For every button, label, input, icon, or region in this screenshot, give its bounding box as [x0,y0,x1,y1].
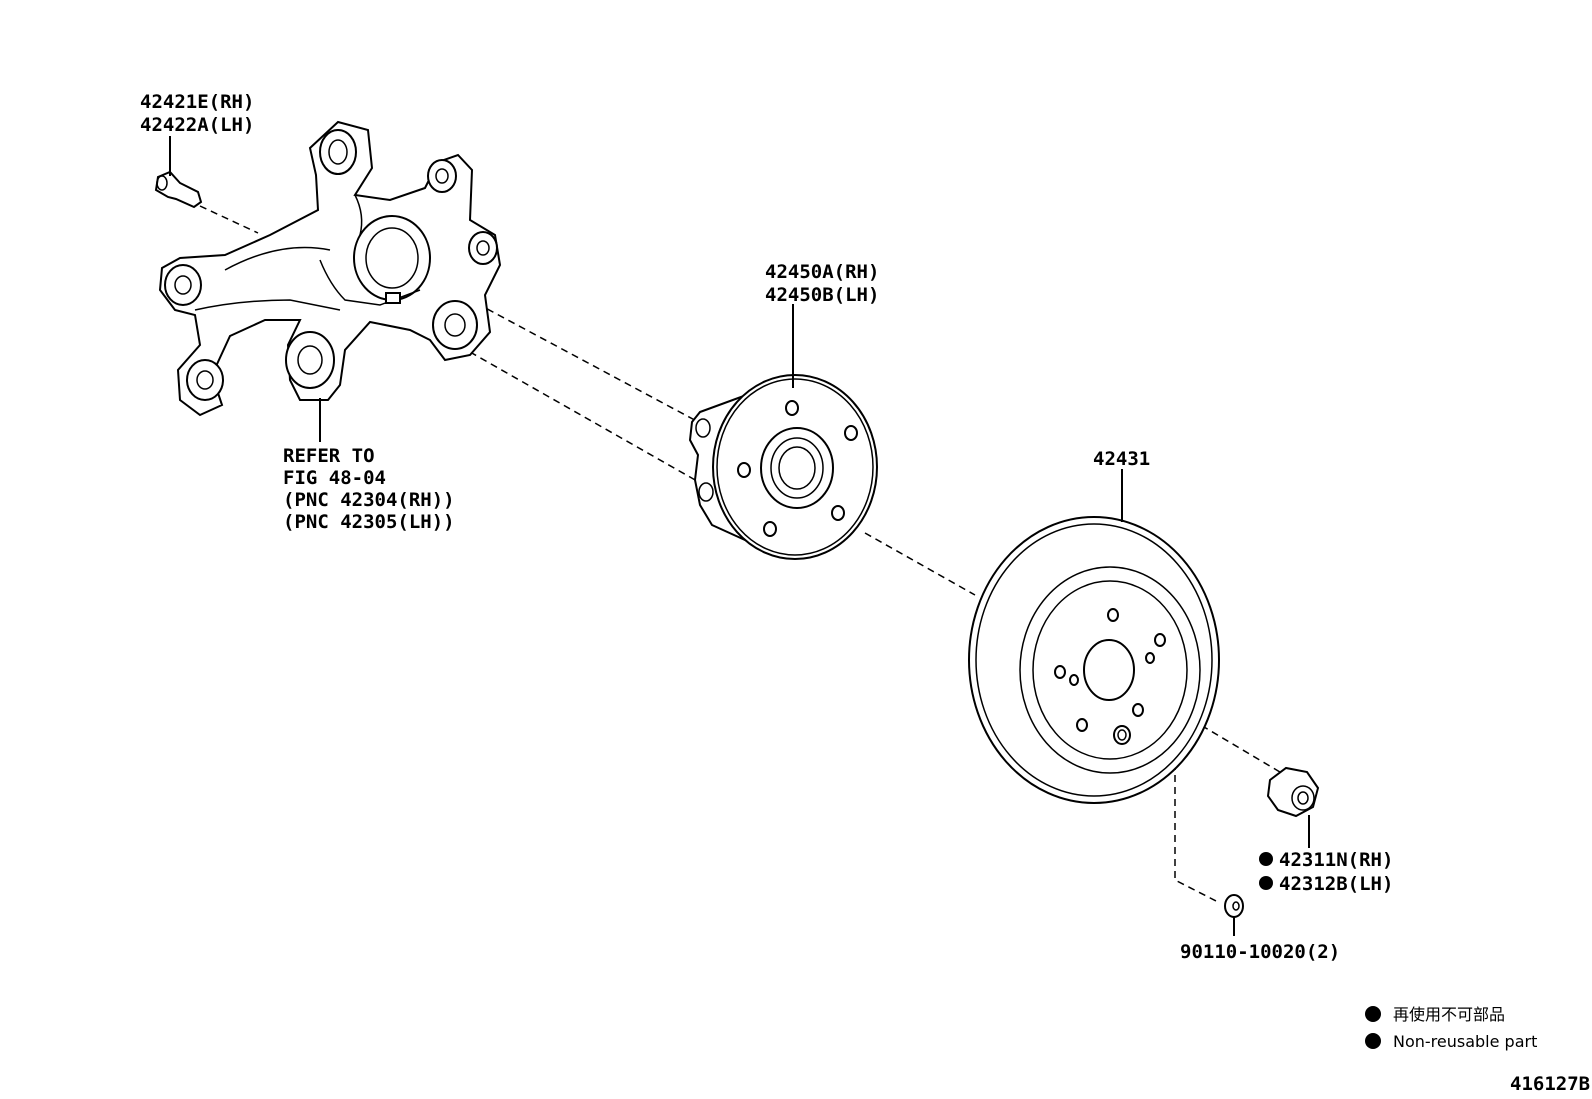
legend-japanese: 再使用不可部品 [1393,1005,1505,1024]
knuckle-assembly [158,120,502,417]
label-hub-lh: 42450B(LH) [765,284,879,306]
leader-lines [169,136,1310,936]
non-reusable-marker-icon [1259,876,1273,890]
label-bolt-lh: 42422A(LH) [140,114,254,136]
legend-english: Non-reusable part [1393,1032,1537,1051]
label-screw: 90110-10020(2) [1180,941,1340,963]
label-refer-line-4: (PNC 42305(LH)) [283,511,455,533]
legend: 再使用不可部品 Non-reusable part [1365,1005,1537,1051]
disc-screw [1224,894,1244,918]
label-disc: 42431 [1093,448,1150,470]
label-hub-rh: 42450A(RH) [765,261,879,283]
label-refer-line-3: (PNC 42304(RH)) [283,489,455,511]
hub-nut [1266,766,1320,818]
label-nut-lh: 42312B(LH) [1279,873,1393,895]
label-bolt-rh: 42421E(RH) [140,91,254,113]
label-nut-rh: 42311N(RH) [1279,849,1393,871]
hub-bearing [688,374,878,560]
legend-marker-icon [1365,1006,1381,1022]
legend-marker-icon [1365,1033,1381,1049]
label-refer-line-1: REFER TO [283,445,375,467]
label-refer-line-2: FIG 48-04 [283,467,386,489]
brake-disc [968,516,1220,804]
non-reusable-marker-icon [1259,852,1273,866]
callout-labels: 42421E(RH) 42422A(LH) REFER TO FIG 48-04… [140,91,1393,963]
figure-id: 416127B [1510,1073,1590,1095]
knuckle-bolt [154,170,203,209]
